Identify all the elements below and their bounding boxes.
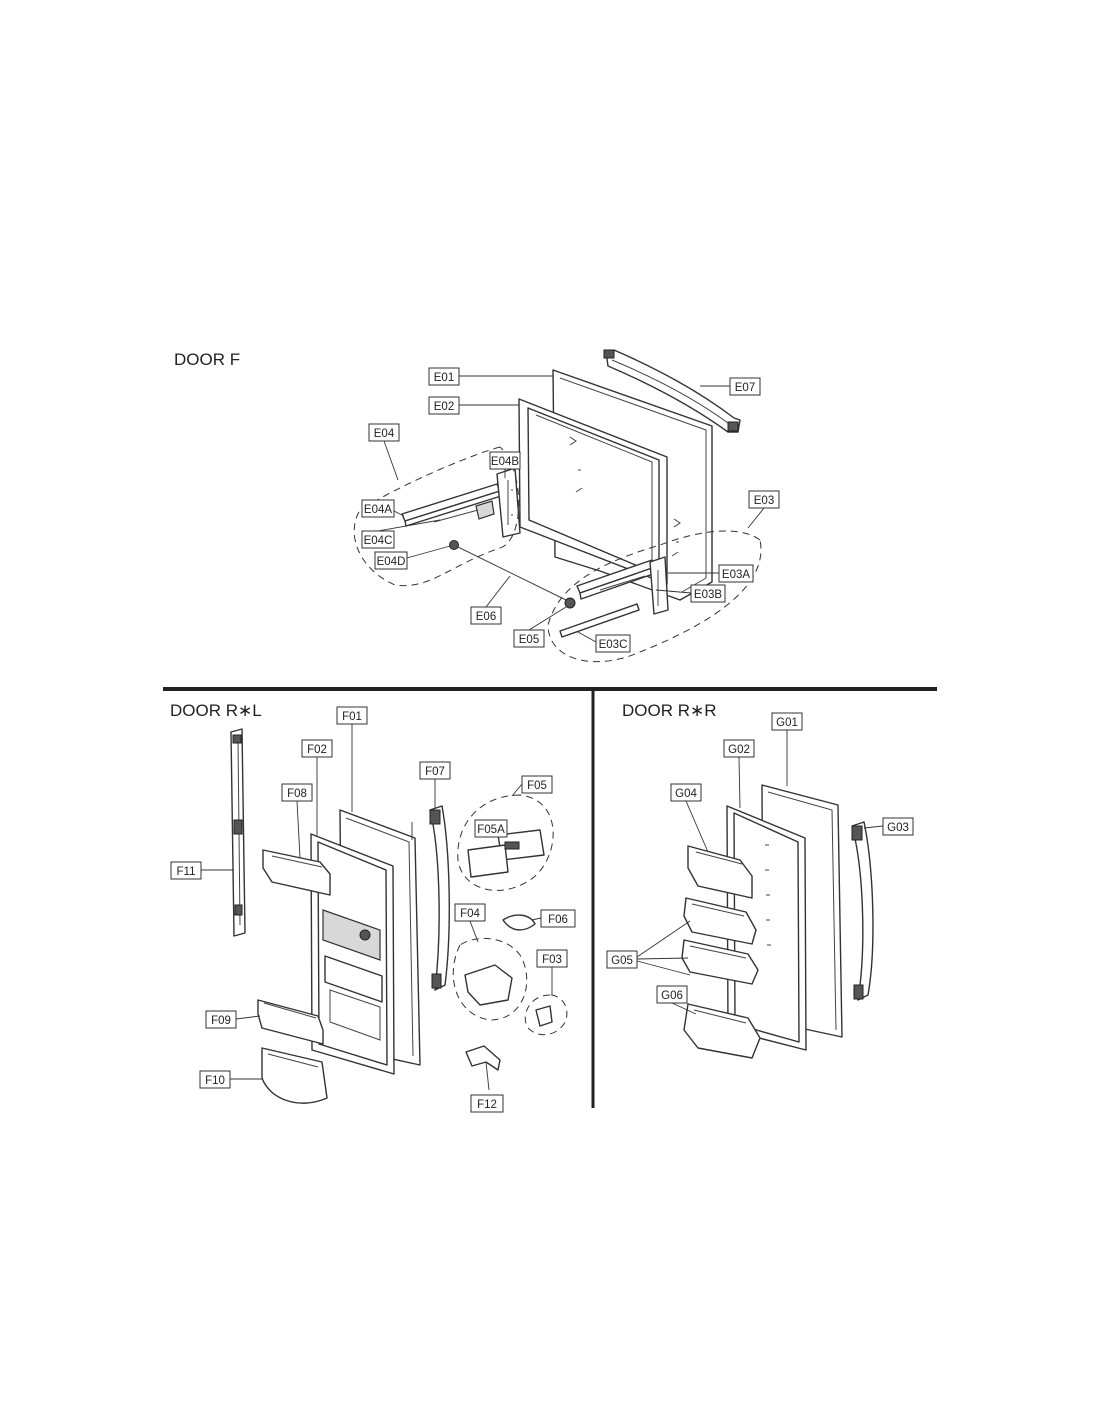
label-E07: E07 bbox=[735, 382, 755, 394]
label-F03: F03 bbox=[542, 954, 562, 966]
label-E04D: E04D bbox=[377, 556, 406, 568]
door-rl-drawing bbox=[230, 728, 568, 1104]
door-rr-drawing bbox=[681, 784, 874, 1059]
label-F07: F07 bbox=[425, 766, 445, 778]
label-G06: G06 bbox=[661, 990, 683, 1002]
label-E05: E05 bbox=[519, 634, 539, 646]
label-F11: F11 bbox=[177, 866, 196, 878]
label-F04: F04 bbox=[460, 908, 480, 920]
label-E04: E04 bbox=[374, 428, 395, 440]
label-E04C: E04C bbox=[364, 535, 393, 547]
label-E03C: E03C bbox=[599, 639, 628, 651]
label-G04: G04 bbox=[675, 788, 697, 800]
section-title-door-rl: DOOR R∗L bbox=[170, 701, 262, 720]
label-E03A: E03A bbox=[722, 569, 750, 581]
door-f-labels: E01 E02 E07 E04 E04B E03 E04A E04C E04D … bbox=[361, 367, 780, 653]
label-E06: E06 bbox=[476, 611, 496, 623]
label-E01: E01 bbox=[434, 372, 454, 384]
label-F12: F12 bbox=[477, 1099, 497, 1111]
door-rl-labels: F01 F02 F07 F05 F08 F05A F11 F04 F06 F03… bbox=[170, 706, 576, 1113]
label-F05A: F05A bbox=[477, 824, 505, 836]
label-F06: F06 bbox=[548, 914, 568, 926]
door-rr-labels: G01 G02 G04 G03 G05 G06 bbox=[606, 712, 914, 1015]
label-F10: F10 bbox=[205, 1075, 225, 1087]
label-F01: F01 bbox=[342, 711, 362, 723]
section-title-door-rr: DOOR R∗R bbox=[622, 701, 717, 720]
label-E04A: E04A bbox=[364, 504, 392, 516]
door-f-drawing bbox=[353, 349, 762, 663]
label-E03B: E03B bbox=[694, 589, 722, 601]
section-title-door-f: DOOR F bbox=[174, 350, 240, 369]
label-F02: F02 bbox=[307, 744, 327, 756]
label-G01: G01 bbox=[776, 717, 798, 729]
label-F09: F09 bbox=[211, 1015, 231, 1027]
label-F08: F08 bbox=[287, 788, 307, 800]
label-E04B: E04B bbox=[491, 456, 519, 468]
label-E02: E02 bbox=[434, 401, 454, 413]
label-G02: G02 bbox=[728, 744, 750, 756]
label-G05: G05 bbox=[611, 955, 633, 967]
label-F05: F05 bbox=[527, 780, 547, 792]
label-G03: G03 bbox=[887, 822, 909, 834]
label-E03: E03 bbox=[754, 495, 774, 507]
